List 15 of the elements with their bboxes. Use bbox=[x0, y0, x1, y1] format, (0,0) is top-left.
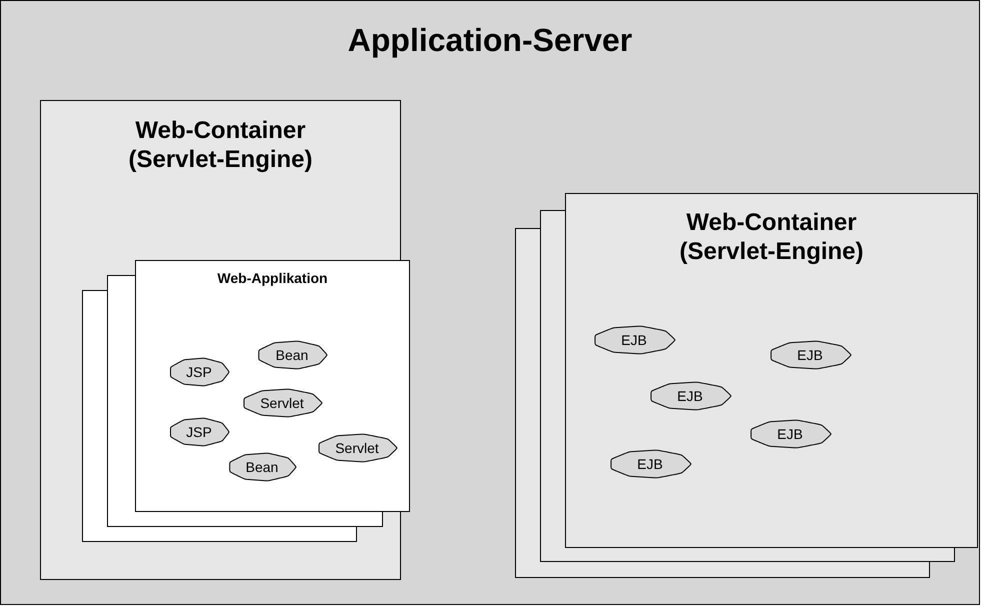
node-label: Bean bbox=[246, 459, 278, 475]
node-label: Servlet bbox=[260, 395, 304, 411]
box-heading: Web-Applikation bbox=[217, 270, 328, 287]
box-heading: Web-Container (Servlet-Engine) bbox=[678, 209, 865, 267]
node-label: EJB bbox=[621, 332, 647, 348]
node-label: EJB bbox=[677, 388, 703, 404]
node-label: EJB bbox=[797, 347, 823, 363]
node-label: Servlet bbox=[335, 440, 379, 456]
box-heading: Web-Container (Servlet-Engine) bbox=[127, 117, 314, 175]
node-label: EJB bbox=[637, 456, 663, 472]
box-heading: Application-Server bbox=[348, 21, 632, 60]
node-label: JSP bbox=[186, 424, 212, 440]
node-label: JSP bbox=[186, 364, 212, 380]
node-label: EJB bbox=[777, 426, 803, 442]
node-label: Bean bbox=[276, 347, 308, 363]
